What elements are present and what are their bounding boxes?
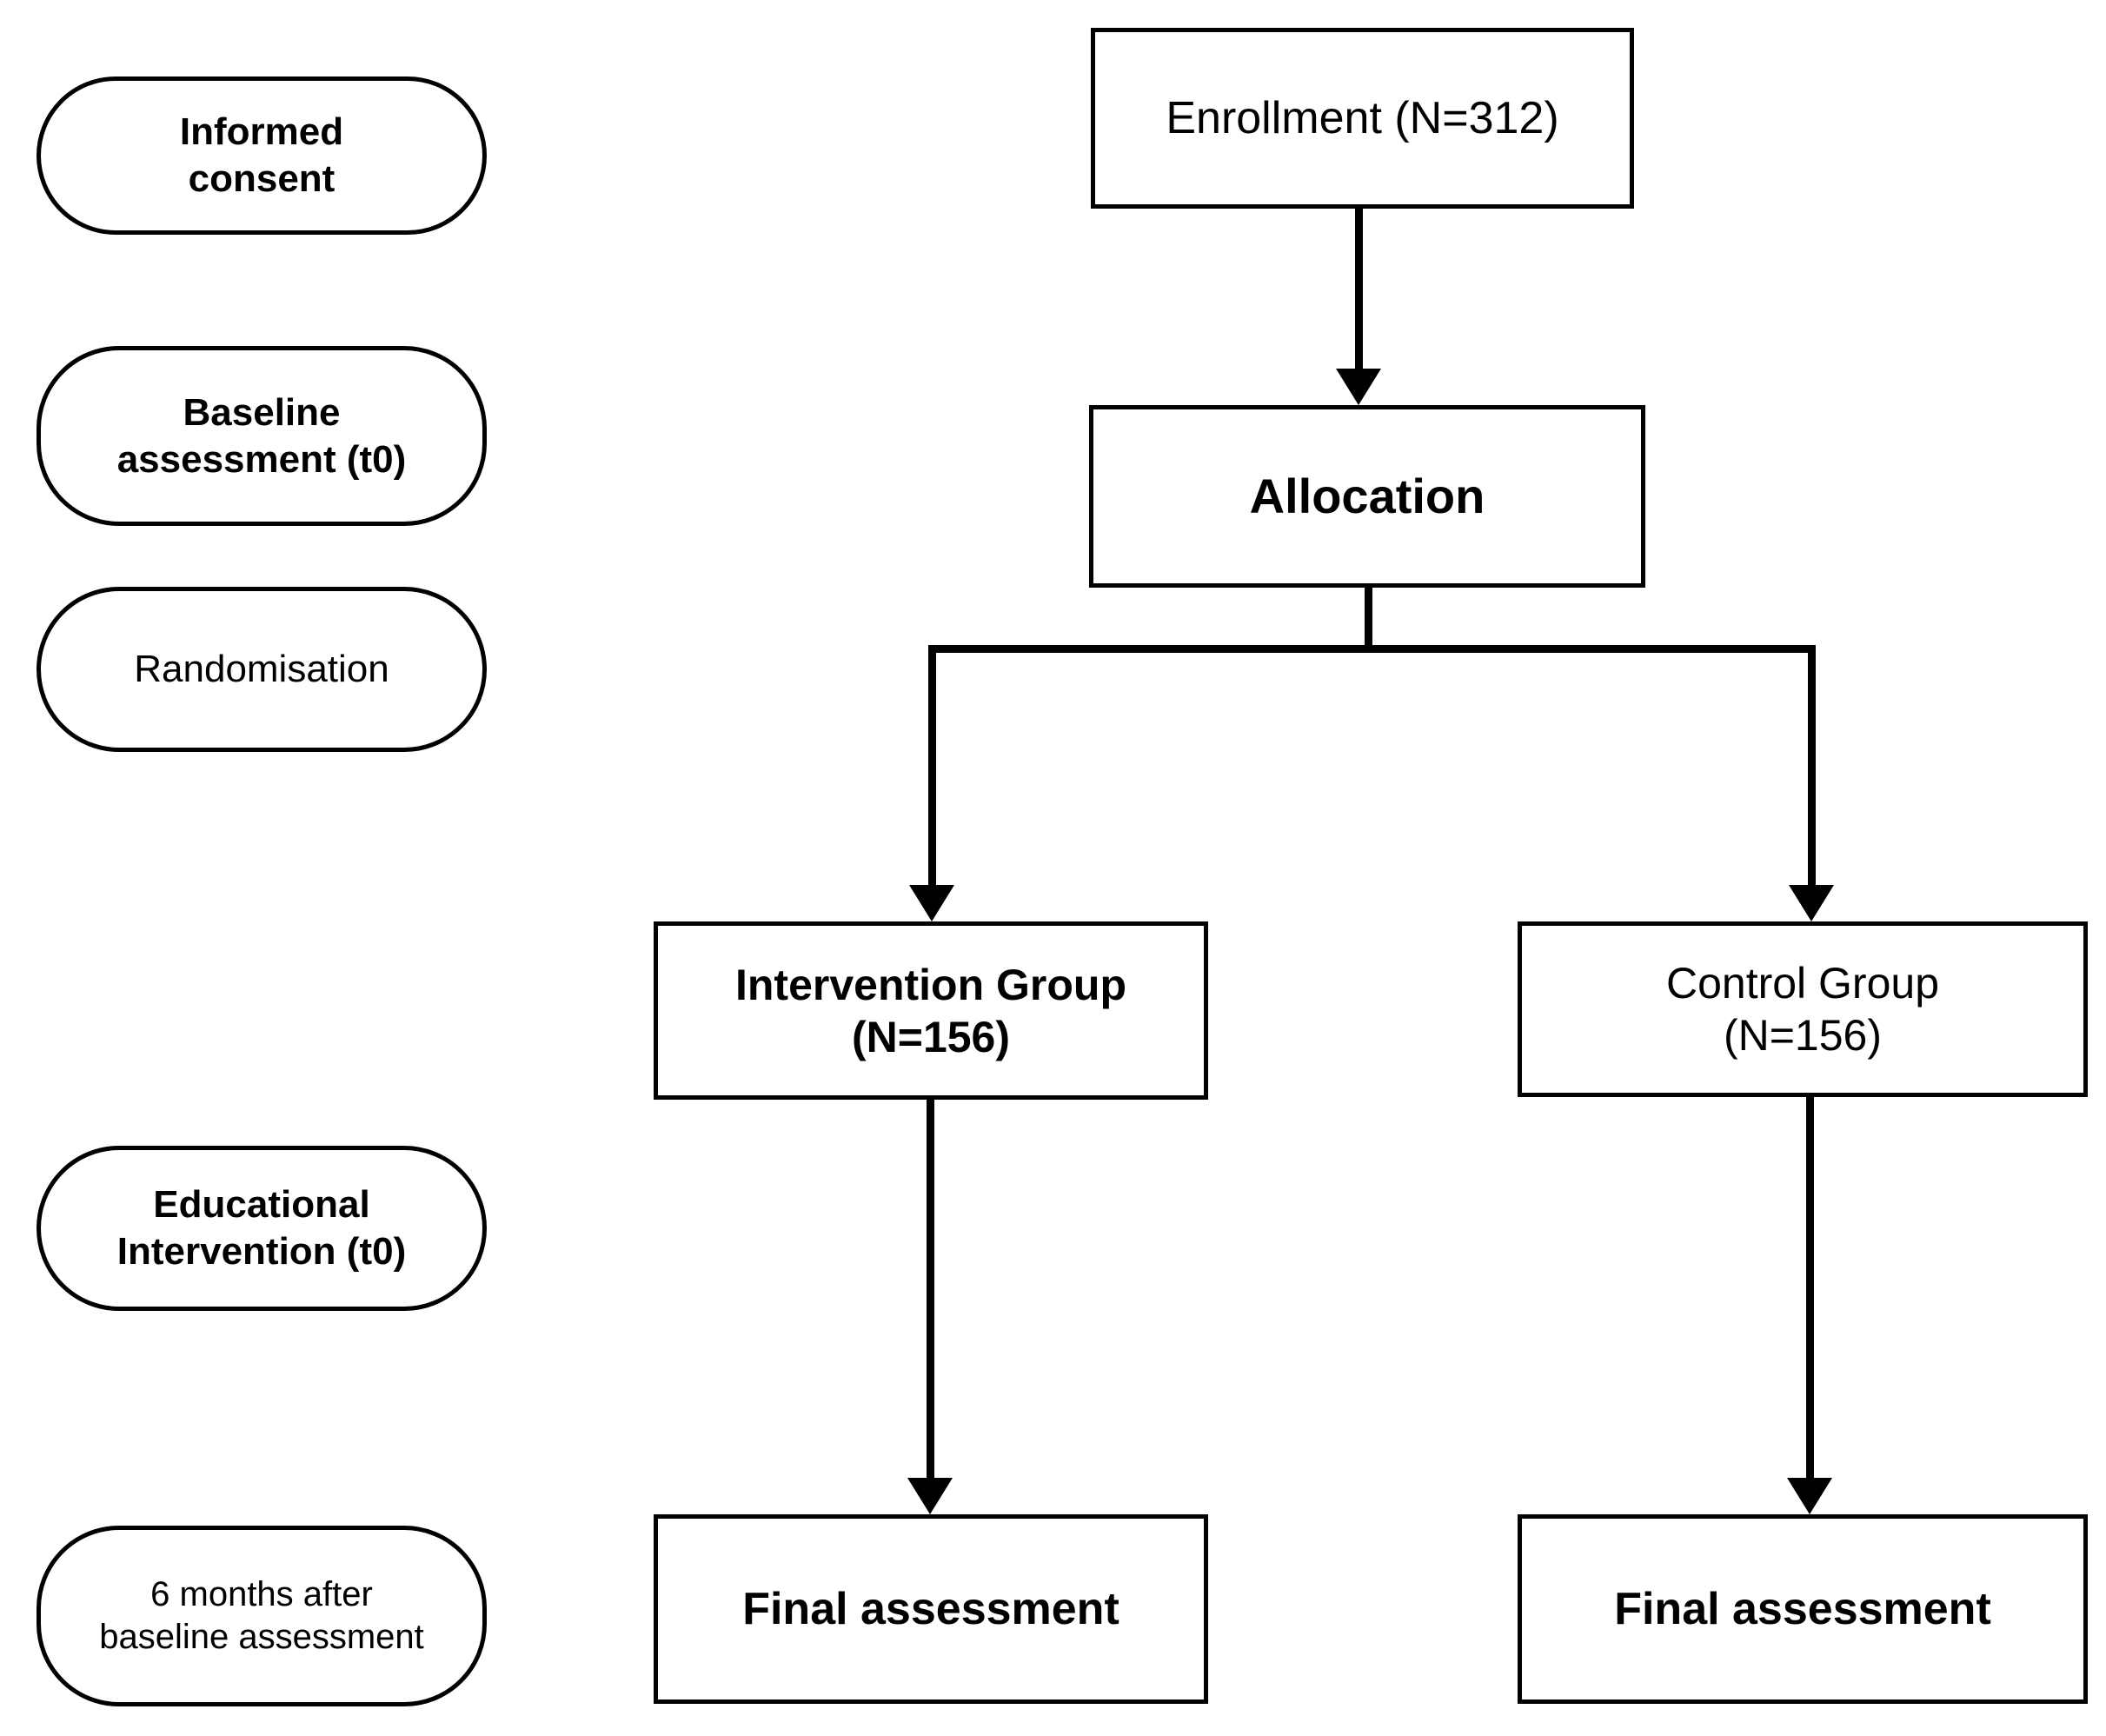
edge-control-to-final-assessment-line (1806, 1097, 1814, 1482)
timeline-pill-educational-intervention-label: Educational Intervention (t0) (116, 1183, 407, 1273)
timeline-pill-six-months-after[interactable]: 6 months after baseline assessment (37, 1526, 487, 1706)
edge-allocation-to-intervention-group-arrowhead (909, 885, 954, 921)
flow-box-final-assessment-intervention-label: Final assessment (742, 1583, 1119, 1634)
edge-allocation-trunk-line (1365, 588, 1372, 650)
flow-box-intervention-group[interactable]: Intervention Group (N=156) (654, 921, 1208, 1100)
flow-box-control-group[interactable]: Control Group (N=156) (1518, 921, 2088, 1097)
timeline-pill-educational-intervention[interactable]: Educational Intervention (t0) (37, 1146, 487, 1311)
edge-intervention-to-final-assessment-line (927, 1100, 934, 1482)
edge-enrollment-to-allocation-arrowhead (1336, 369, 1381, 405)
flow-box-intervention-group-label: Intervention Group (N=156) (735, 960, 1126, 1061)
flow-box-enrollment-label: Enrollment (N=312) (1166, 92, 1559, 143)
timeline-pill-randomisation-label: Randomisation (134, 648, 389, 691)
edge-intervention-to-final-assessment-arrowhead (907, 1478, 953, 1514)
edge-control-to-final-assessment-arrowhead (1787, 1478, 1832, 1514)
edge-allocation-to-intervention-group-line (928, 645, 936, 892)
flow-box-enrollment[interactable]: Enrollment (N=312) (1091, 28, 1634, 209)
edge-allocation-to-control-group-line (1808, 645, 1816, 892)
edge-allocation-to-control-group-arrowhead (1789, 885, 1834, 921)
flow-box-control-group-label: Control Group (N=156) (1665, 959, 1940, 1060)
flow-box-final-assessment-control-label: Final assessment (1614, 1583, 1991, 1634)
edge-allocation-crossbar (928, 645, 1816, 653)
flow-box-final-assessment-intervention[interactable]: Final assessment (654, 1514, 1208, 1704)
timeline-pill-six-months-after-label: 6 months after baseline assessment (99, 1575, 424, 1656)
timeline-pill-baseline-assessment[interactable]: Baseline assessment (t0) (37, 346, 487, 526)
edge-enrollment-to-allocation-line (1355, 209, 1363, 376)
timeline-pill-informed-consent[interactable]: Informed consent (37, 76, 487, 235)
flow-box-final-assessment-control[interactable]: Final assessment (1518, 1514, 2088, 1704)
flow-box-allocation-label: Allocation (1249, 469, 1485, 524)
timeline-pill-baseline-assessment-label: Baseline assessment (t0) (116, 390, 407, 481)
timeline-pill-randomisation[interactable]: Randomisation (37, 587, 487, 752)
flow-box-allocation[interactable]: Allocation (1089, 405, 1645, 588)
timeline-pill-informed-consent-label: Informed consent (179, 110, 344, 200)
